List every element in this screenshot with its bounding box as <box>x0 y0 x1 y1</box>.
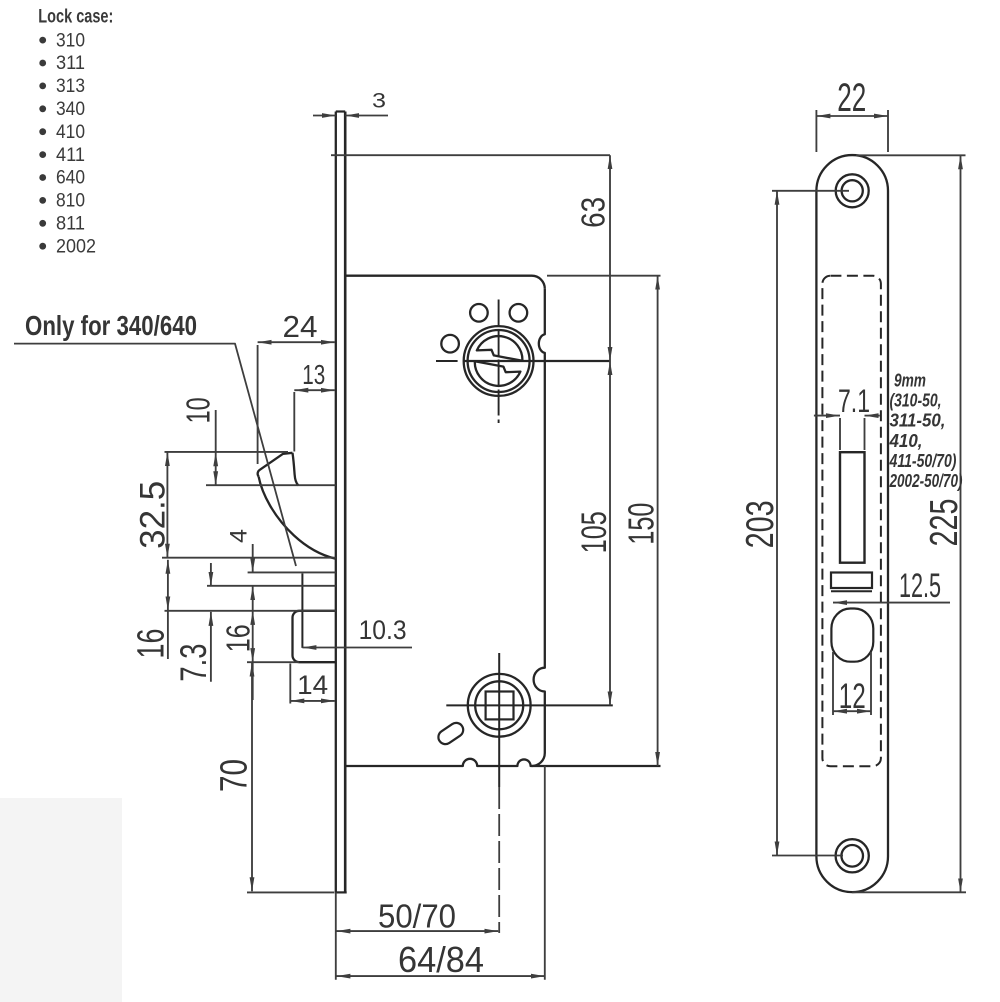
svg-text:313: 313 <box>56 75 85 97</box>
svg-text:64/84: 64/84 <box>398 939 484 980</box>
svg-text:16: 16 <box>130 629 172 659</box>
svg-text:7.3: 7.3 <box>173 644 214 682</box>
svg-text:70: 70 <box>213 759 255 792</box>
svg-text:225: 225 <box>923 499 966 547</box>
svg-text:410,: 410, <box>889 430 923 451</box>
svg-text:14: 14 <box>297 670 328 700</box>
svg-text:311-50,: 311-50, <box>890 410 946 431</box>
svg-text:310: 310 <box>56 29 85 51</box>
svg-text:10.3: 10.3 <box>359 615 407 645</box>
svg-text:2002: 2002 <box>56 235 96 257</box>
svg-text:203: 203 <box>739 500 782 548</box>
svg-text:22: 22 <box>837 76 866 120</box>
svg-text:150: 150 <box>621 503 662 545</box>
svg-text:24: 24 <box>283 309 318 344</box>
svg-text:311: 311 <box>56 52 85 74</box>
svg-text:12.5: 12.5 <box>899 567 941 605</box>
svg-text:2002-50/70): 2002-50/70) <box>889 470 963 491</box>
svg-text:7.1: 7.1 <box>838 383 870 419</box>
svg-text:3: 3 <box>372 90 386 113</box>
svg-text:(310-50,: (310-50, <box>890 390 942 411</box>
svg-text:32.5: 32.5 <box>133 481 172 549</box>
svg-text:640: 640 <box>56 167 85 189</box>
svg-text:63: 63 <box>575 197 612 228</box>
svg-text:12: 12 <box>839 677 866 716</box>
svg-text:105: 105 <box>575 511 614 553</box>
svg-text:10: 10 <box>180 397 217 423</box>
svg-text:411: 411 <box>56 144 85 166</box>
svg-text:411-50/70): 411-50/70) <box>889 450 957 471</box>
svg-text:410: 410 <box>56 121 85 143</box>
svg-text:811: 811 <box>56 213 85 235</box>
svg-text:13: 13 <box>302 359 325 390</box>
svg-text:4: 4 <box>225 529 252 543</box>
svg-text:810: 810 <box>56 190 85 212</box>
svg-text:9mm: 9mm <box>894 369 926 390</box>
svg-text:Lock case:: Lock case: <box>38 6 113 28</box>
svg-text:16: 16 <box>220 624 257 652</box>
svg-text:Only for 340/640: Only for 340/640 <box>25 310 197 341</box>
svg-text:340: 340 <box>56 98 85 120</box>
svg-text:50/70: 50/70 <box>378 898 456 935</box>
